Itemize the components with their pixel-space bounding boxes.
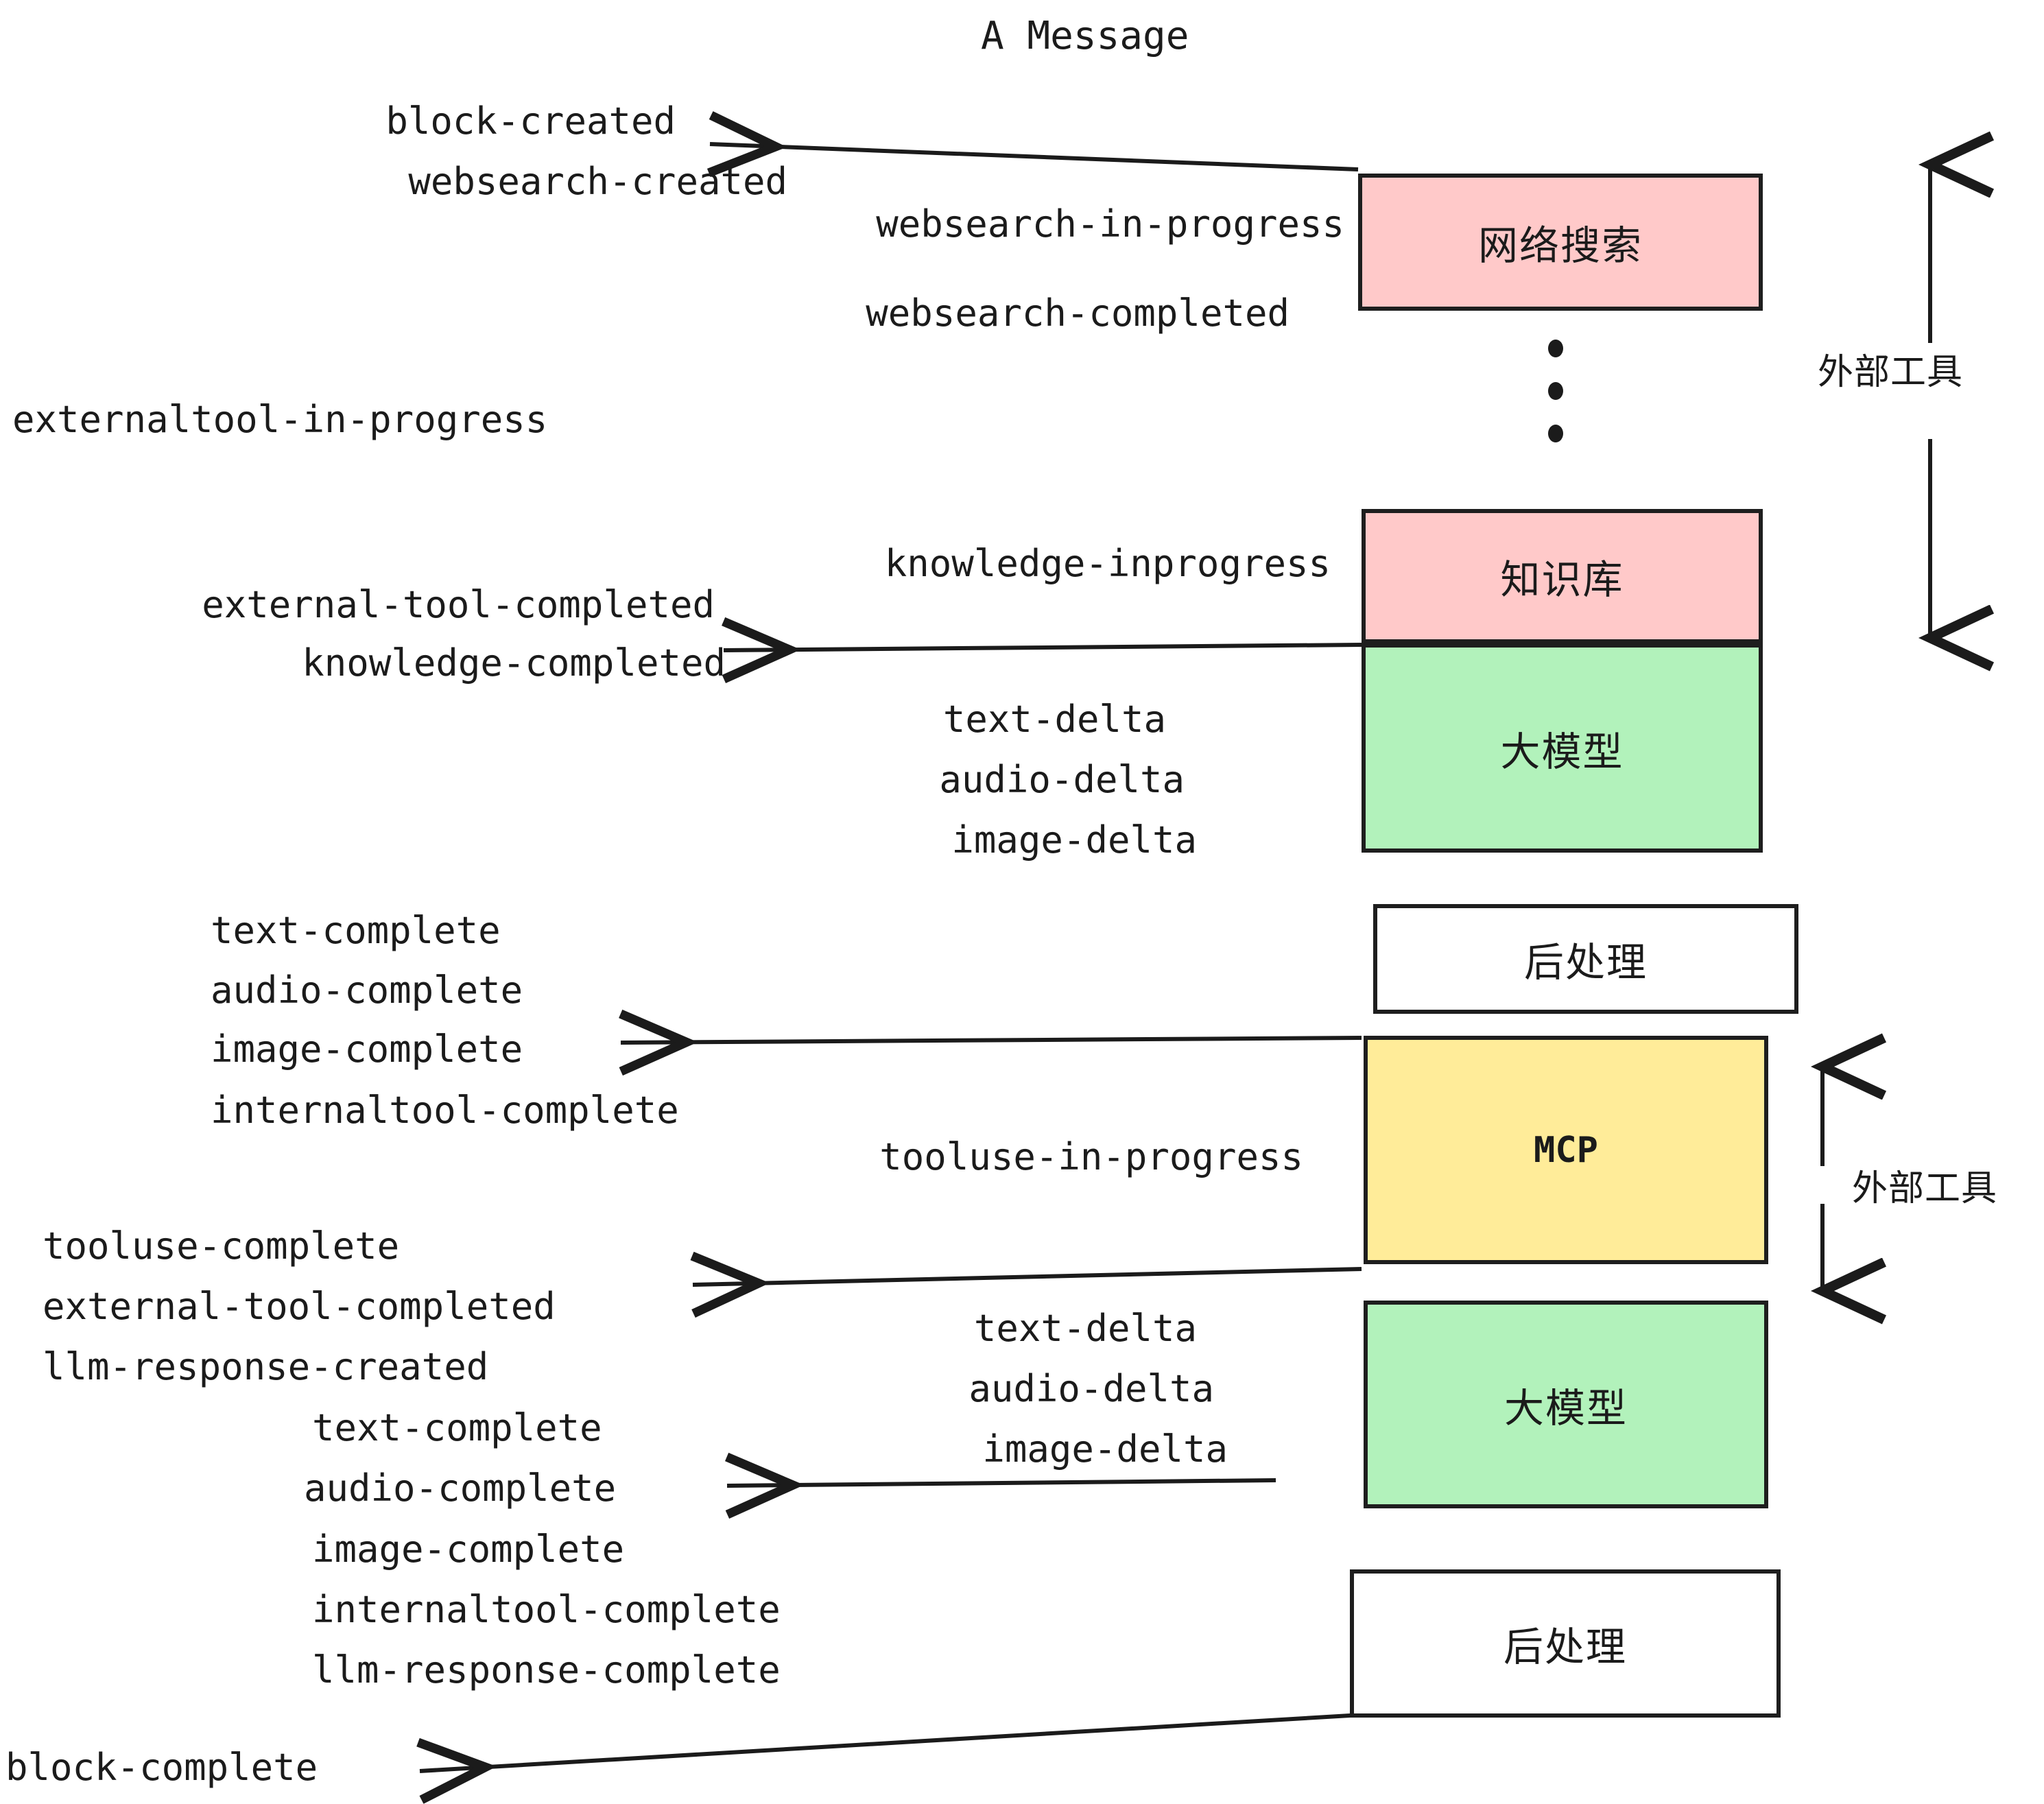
arrow-llm1-to-image-complete — [619, 1009, 1362, 1076]
ellipsis-vertical — [1547, 340, 1564, 442]
event-audio-complete-1: audio-complete — [211, 969, 523, 1012]
box-llm-1-label: 大模型 — [1500, 728, 1624, 775]
event-audio-complete-2: audio-complete — [304, 1467, 617, 1510]
page-title: A Message — [981, 14, 1189, 58]
event-knowledge-completed: knowledge-completed — [302, 641, 726, 685]
event-internaltool-complete-1: internaltool-complete — [211, 1089, 679, 1132]
box-postproc-1-label: 后处理 — [1523, 939, 1648, 986]
box-llm-2-label: 大模型 — [1504, 1384, 1628, 1432]
arrow-knowledge-to-knowledge-completed — [722, 617, 1362, 684]
arrow-llm2-to-audio-complete — [724, 1452, 1276, 1519]
event-text-complete-1: text-complete — [211, 909, 501, 952]
event-image-delta-2: image-delta — [982, 1427, 1228, 1471]
ellipsis-dot — [1548, 425, 1563, 442]
event-tooluse-in-progress: tooluse-in-progress — [879, 1135, 1303, 1178]
side-label-external-tools-bottom: 外部工具 — [1852, 1168, 1998, 1209]
event-websearch-completed: websearch-completed — [866, 292, 1290, 335]
ellipsis-dot — [1548, 340, 1563, 357]
box-knowledge[interactable]: 知识库 — [1362, 509, 1763, 643]
event-block-created: block-created — [385, 99, 676, 143]
event-audio-delta-1: audio-delta — [939, 758, 1185, 801]
box-websearch[interactable]: 网络搜索 — [1358, 174, 1763, 311]
event-tooluse-complete: tooluse-complete — [43, 1224, 400, 1268]
box-postproc-2[interactable]: 后处理 — [1350, 1569, 1781, 1718]
box-postproc-1[interactable]: 后处理 — [1373, 904, 1798, 1014]
arrow-websearch-to-block-created — [706, 111, 1359, 178]
event-llm-response-complete: llm-response-complete — [312, 1648, 781, 1692]
event-llm-response-created: llm-response-created — [43, 1345, 489, 1388]
event-knowledge-inprogress: knowledge-inprogress — [884, 542, 1331, 585]
event-websearch-created: websearch-created — [408, 160, 787, 203]
event-audio-delta-2: audio-delta — [968, 1367, 1214, 1410]
box-websearch-label: 网络搜索 — [1477, 222, 1643, 269]
event-text-delta-2: text-delta — [973, 1307, 1197, 1350]
event-image-complete-2: image-complete — [312, 1528, 625, 1571]
ellipsis-dot — [1548, 382, 1563, 400]
arrow-postproc2-to-block-complete — [416, 1713, 1362, 1804]
event-text-complete-2: text-complete — [312, 1406, 602, 1449]
arrow-mcp-to-tooluse-complete — [690, 1251, 1362, 1318]
event-external-tool-completed-2: external-tool-completed — [43, 1285, 556, 1328]
event-image-delta-1: image-delta — [951, 818, 1197, 862]
event-image-complete-1: image-complete — [211, 1028, 523, 1071]
box-llm-1[interactable]: 大模型 — [1362, 643, 1763, 853]
event-websearch-in-progress: websearch-in-progress — [876, 202, 1344, 246]
event-externaltool-in-progress: externaltool-in-progress — [12, 398, 548, 441]
box-postproc-2-label: 后处理 — [1503, 1624, 1627, 1670]
event-internaltool-complete-2: internaltool-complete — [312, 1588, 781, 1631]
side-label-external-tools-top: 外部工具 — [1818, 352, 1964, 393]
box-llm-2[interactable]: 大模型 — [1364, 1301, 1768, 1508]
box-knowledge-label: 知识库 — [1500, 556, 1624, 603]
box-mcp[interactable]: MCP — [1364, 1036, 1768, 1264]
event-block-complete: block-complete — [5, 1746, 318, 1789]
box-mcp-label: MCP — [1534, 1129, 1598, 1171]
event-external-tool-completed-1: external-tool-completed — [202, 583, 715, 626]
event-text-delta-1: text-delta — [942, 698, 1166, 741]
